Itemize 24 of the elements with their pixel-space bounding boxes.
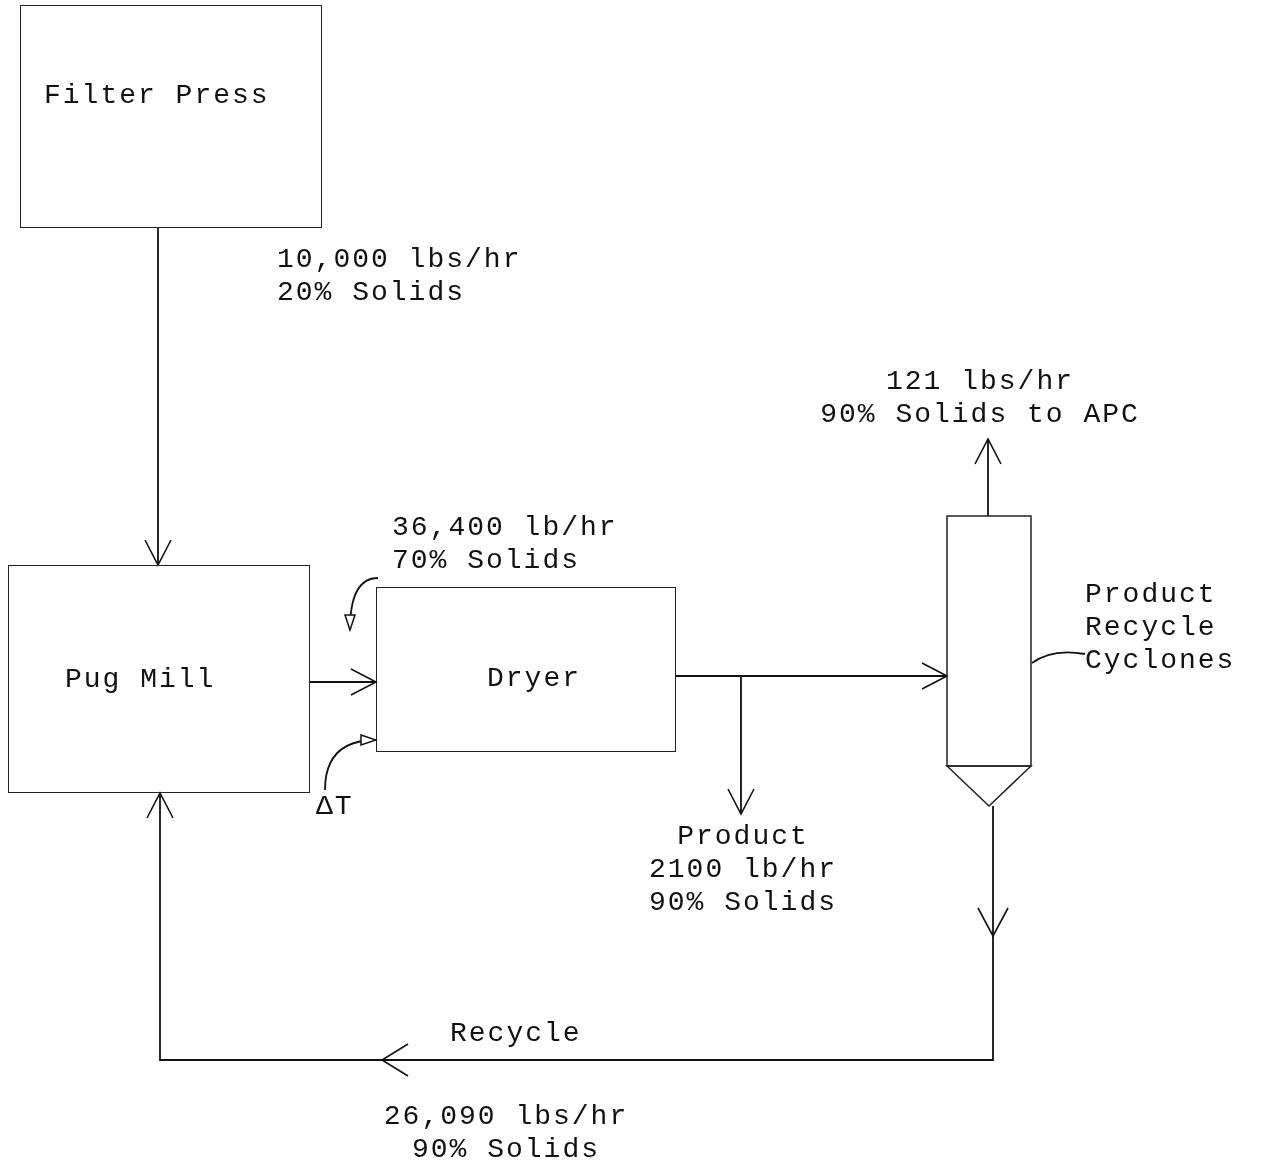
box-label: Filter Press bbox=[44, 79, 270, 112]
edge-label: Recycle bbox=[450, 1017, 583, 1050]
flow-arrow bbox=[344, 577, 379, 631]
cyclone-drawing bbox=[947, 516, 1031, 806]
box-label: Pug Mill bbox=[65, 663, 216, 696]
stream-label: Product Recycle Cyclones bbox=[1085, 578, 1237, 677]
flow-arrow bbox=[309, 668, 377, 696]
flow-arrow bbox=[324, 734, 377, 791]
edge-label: 10,000 lbs/hr 20% Solids bbox=[277, 243, 523, 309]
stream-label: 121 lbs/hr bbox=[885, 365, 1075, 398]
flow-arrow bbox=[974, 438, 1002, 517]
flow-arrow bbox=[144, 227, 172, 566]
stream-label: ΔT bbox=[316, 790, 355, 823]
flow-arrow bbox=[146, 792, 1009, 1077]
process-box bbox=[20, 5, 322, 228]
flow-rate-label: 36,400 lb/hr 70% Solids bbox=[392, 511, 619, 577]
process-box bbox=[8, 565, 310, 793]
process-box bbox=[376, 587, 676, 752]
box-label: Dryer bbox=[487, 662, 581, 695]
flow-arrow bbox=[675, 675, 755, 815]
stream-label: Product 2100 lb/hr 90% Solids bbox=[648, 820, 838, 919]
stream-label: 90% Solids to APC bbox=[819, 398, 1141, 431]
flow-rate-label: 26,090 lbs/hr 90% Solids bbox=[382, 1100, 630, 1166]
leader-line bbox=[1031, 651, 1086, 664]
